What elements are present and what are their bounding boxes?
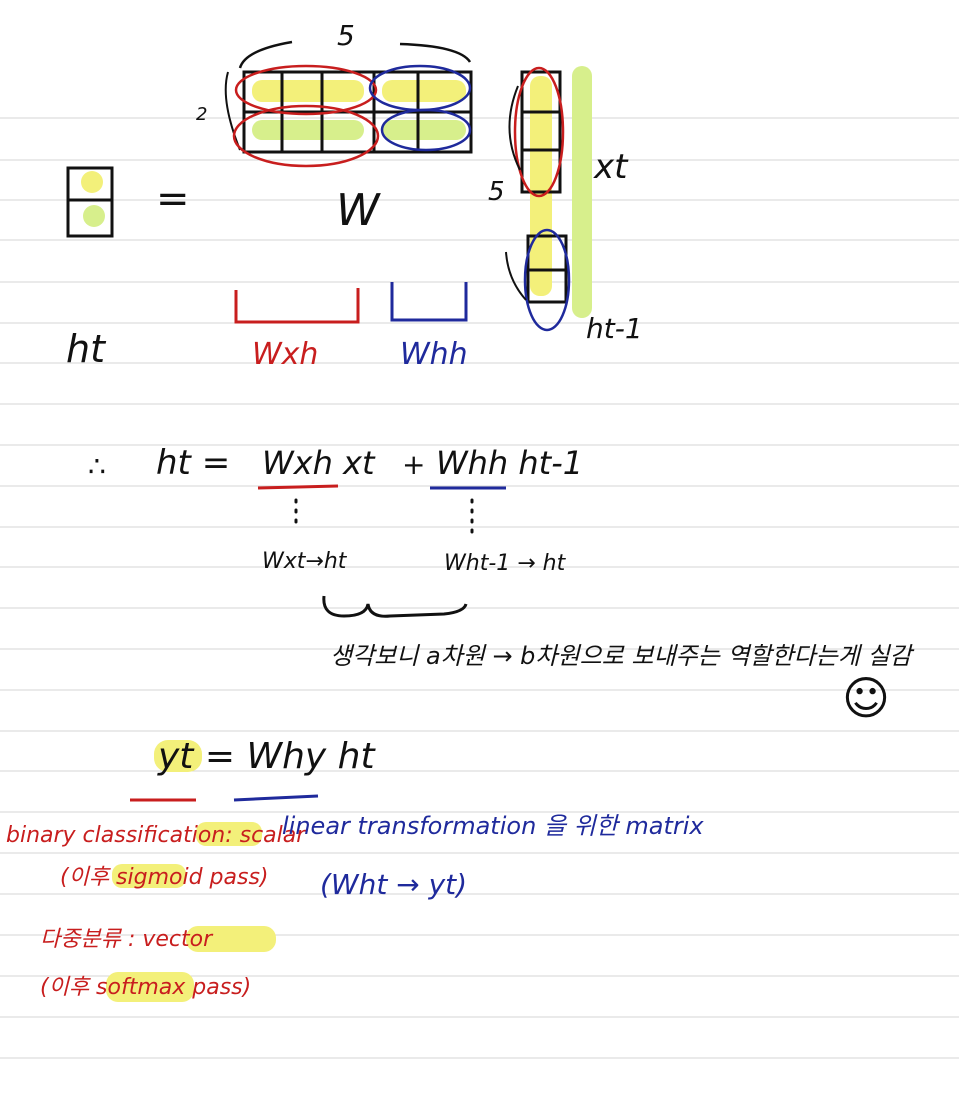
vector-highlight (186, 926, 276, 952)
input-x-vector (520, 70, 562, 194)
yt-highlight (154, 740, 202, 772)
matrix-highlight-row1 (252, 80, 364, 102)
x-t-label: xt (593, 147, 629, 187)
h-t-label: ht (66, 327, 107, 371)
eq1-underline-red (257, 484, 339, 490)
dim-rows-label: 2 (196, 104, 207, 125)
sigmoid-highlight (112, 864, 186, 888)
eq1-plus: + (402, 448, 425, 481)
red-circle-x (513, 66, 565, 198)
vector-highlight-yellow (530, 76, 552, 296)
brace-left (238, 40, 293, 69)
linear-sub-note: (Wht → yt) (320, 868, 467, 901)
smiley-icon: ☺ (842, 671, 890, 725)
vector-highlight-green (572, 66, 592, 318)
eq2-underline-blue (233, 794, 319, 802)
input-hprev-vector (526, 234, 568, 304)
h-prev-label: ht-1 (586, 312, 643, 345)
binary-note: binary classification: scalar (6, 823, 307, 848)
eq1-lhs: ht = (156, 443, 230, 483)
matrix-highlight-row2b (382, 120, 466, 140)
eq1-term1: Wxh xt (262, 444, 376, 482)
hvec-dot-yellow (81, 171, 103, 193)
scalar-highlight (196, 822, 262, 846)
eq1-sub2: Wht-1 → ht (444, 551, 567, 576)
therefore-symbol: ∴ (88, 450, 106, 483)
ruled-lines (0, 117, 959, 1059)
matrix-highlight-row1b (382, 80, 466, 102)
red-circle-row2 (232, 104, 380, 168)
brace-x (508, 85, 521, 171)
brace-right (399, 42, 472, 63)
red-bracket (234, 288, 360, 324)
brace-rows (224, 71, 241, 151)
matrix-w-label: W (336, 185, 381, 236)
wxh-label: Wxh (252, 337, 318, 372)
dim-cols-label: 5 (337, 19, 355, 52)
multi-note: 다중분류 : vector (40, 927, 214, 952)
blue-circle-hprev (523, 228, 571, 332)
multi-sub-note: (이후 softmax pass) (40, 975, 251, 1000)
blue-bracket (390, 282, 468, 322)
linear-note: linear transformation 을 위한 matrix (282, 812, 704, 840)
eq1-brace (322, 595, 468, 618)
equals-sign: = (156, 176, 190, 222)
softmax-highlight (106, 972, 194, 1002)
dim-vec-label: 5 (488, 177, 505, 207)
hvec-dot-green (83, 205, 105, 227)
binary-sub-note: (이후 sigmoid pass) (60, 865, 269, 890)
whh-label: Whh (400, 337, 468, 372)
eq1-term2: Whh ht-1 (436, 444, 583, 482)
brace-h (505, 251, 527, 301)
red-circle-row1 (234, 64, 378, 116)
korean-note: 생각보니 a차원 → b차원으로 보내주는 역할한다는게 실감 (330, 642, 915, 670)
eq1-sub1: Wxt→ht (262, 549, 348, 574)
matrix-highlight-row2 (252, 120, 364, 140)
blue-circle-row2 (380, 108, 472, 152)
output-vector-box (66, 166, 114, 238)
eq2-text: yt = Why ht (157, 736, 376, 777)
